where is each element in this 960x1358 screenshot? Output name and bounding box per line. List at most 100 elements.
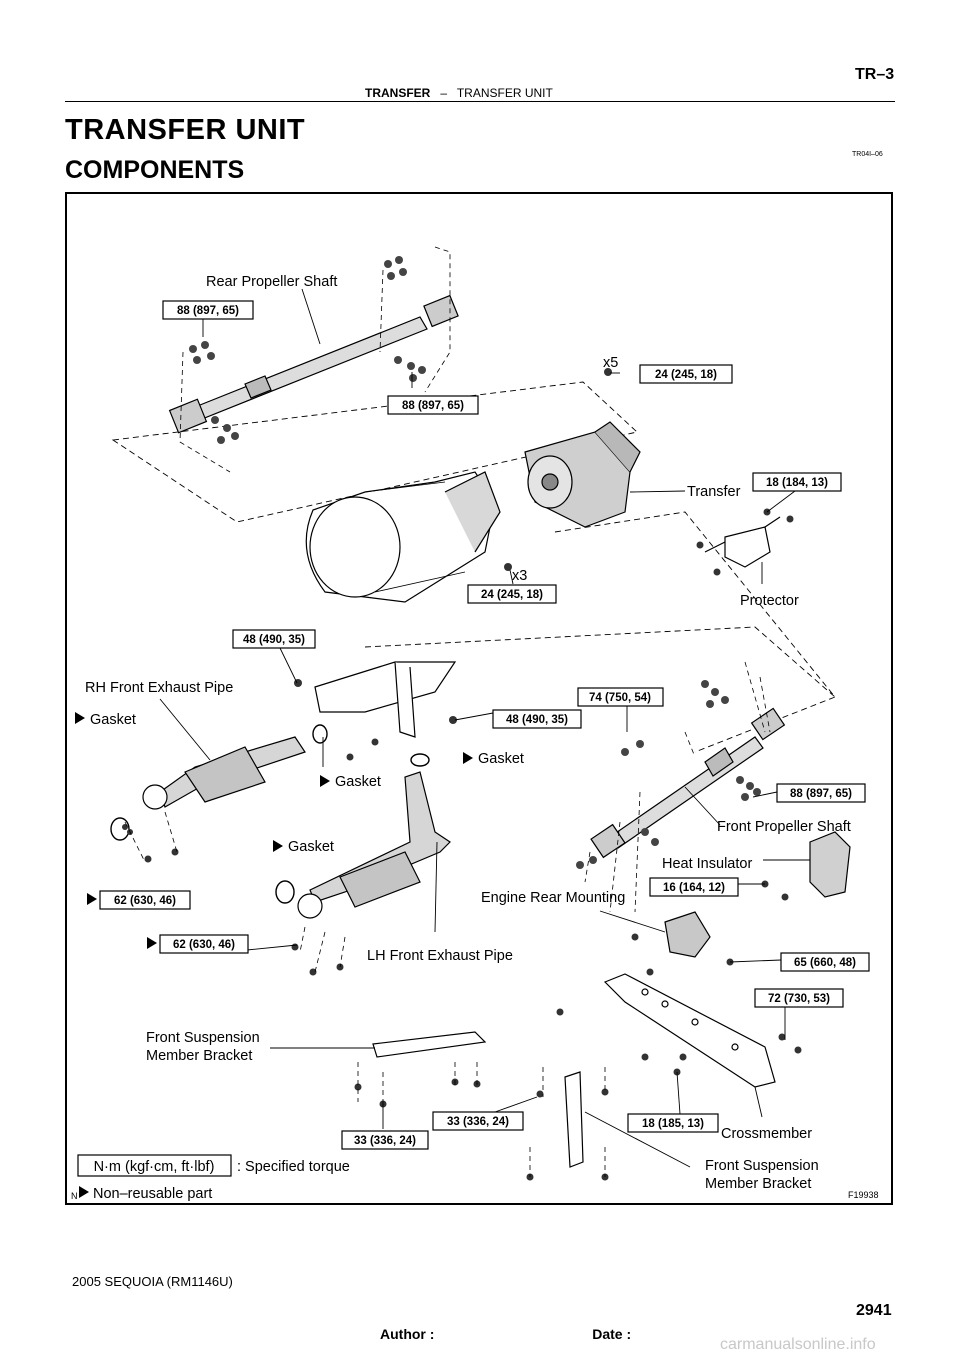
- torque-box: 48 (490, 35): [232, 629, 316, 649]
- torque-box: 33 (336, 24): [341, 1130, 429, 1150]
- reference-code: TR04I–06: [852, 151, 883, 158]
- torque-value: 48 (490, 35): [243, 634, 305, 646]
- vehicle-model: 2005 SEQUOIA (RM1146U): [72, 1274, 233, 1289]
- label-transfer: Transfer: [687, 484, 741, 500]
- non-reusable-marker-icon: [79, 1186, 89, 1198]
- torque-value: 18 (185, 13): [642, 1118, 704, 1130]
- torque-box: 65 (660, 48): [780, 952, 870, 972]
- torque-value: 88 (897, 65): [177, 305, 239, 317]
- label-gasket: Gasket: [288, 839, 334, 855]
- rear-propeller-shaft: [168, 294, 459, 434]
- front-suspension-member-bracket-upper: [372, 1031, 487, 1058]
- legend-specified-torque: : Specified torque: [237, 1159, 350, 1175]
- section-title: COMPONENTS: [65, 156, 245, 184]
- torque-value: 48 (490, 35): [506, 714, 568, 726]
- transmission: [305, 471, 501, 603]
- torque-box: 88 (897, 65): [776, 783, 866, 803]
- label-x5: x5: [603, 355, 618, 371]
- label-gasket: Gasket: [90, 712, 136, 728]
- torque-box: 62 (630, 46): [147, 934, 249, 954]
- label-rear-propeller-shaft: Rear Propeller Shaft: [206, 274, 337, 290]
- legend-unit: N·m (kgf·cm, ft·lbf): [94, 1159, 215, 1175]
- gaskets: [110, 724, 430, 904]
- diagram-frame: [65, 192, 893, 1205]
- label-front-propeller-shaft: Front Propeller Shaft: [717, 819, 851, 835]
- lh-front-exhaust-pipe: [297, 771, 451, 919]
- torque-box: 16 (164, 12): [649, 877, 739, 897]
- gasket-label-2: Gasket: [463, 751, 524, 767]
- transfer-case: [524, 421, 641, 528]
- torque-value: 74 (750, 54): [589, 692, 651, 704]
- engine-rear-mounting: [664, 911, 711, 958]
- label-gasket: Gasket: [478, 751, 524, 767]
- torque-value: 33 (336, 24): [354, 1135, 416, 1147]
- label-x3: x3: [512, 568, 527, 584]
- torque-box: 72 (730, 53): [754, 988, 844, 1008]
- gasket-ring-upper: [312, 724, 328, 744]
- non-reusable-marker-icon: [75, 712, 85, 724]
- non-reusable-marker-icon: [147, 937, 157, 949]
- label-crossmember: Crossmember: [721, 1126, 812, 1142]
- torque-box: 74 (750, 54): [577, 687, 664, 707]
- label-lh-front-exhaust-pipe: LH Front Exhaust Pipe: [367, 948, 513, 964]
- non-reusable-marker-icon: [87, 893, 97, 905]
- torque-value: 18 (184, 13): [766, 477, 828, 489]
- label-heat-insulator: Heat Insulator: [662, 856, 752, 872]
- bolt-guides: [124, 661, 771, 1177]
- torque-box: 62 (630, 46): [87, 890, 191, 910]
- corner-mark: N: [71, 1191, 78, 1201]
- legend: N·m (kgf·cm, ft·lbf) : Specified torque …: [71, 1154, 879, 1202]
- torque-value: 72 (730, 53): [768, 993, 830, 1005]
- protector: [704, 516, 781, 568]
- torque-box: 18 (185, 13): [627, 1113, 719, 1133]
- torque-box: 18 (184, 13): [752, 472, 842, 492]
- label-front-suspension-bracket-lower-line2: Member Bracket: [705, 1176, 811, 1192]
- label-protector: Protector: [740, 593, 799, 609]
- label-front-suspension-bracket-lower-line1: Front Suspension: [705, 1158, 819, 1174]
- running-header: TRANSFER – TRANSFER UNIT: [365, 86, 553, 100]
- torque-value: 24 (245, 18): [655, 369, 717, 381]
- torque-box: 24 (245, 18): [467, 584, 557, 604]
- label-gasket: Gasket: [335, 774, 381, 790]
- gasket-ring-rh: [110, 817, 130, 841]
- gasket-ring-center: [410, 753, 430, 767]
- page-title: TRANSFER UNIT: [65, 114, 306, 146]
- heat-insulator: [809, 831, 851, 898]
- legend-unit-box: [77, 1154, 232, 1177]
- header-rule: [65, 101, 895, 102]
- author-label: Author :: [380, 1326, 435, 1342]
- label-front-suspension-bracket-line1: Front Suspension: [146, 1030, 260, 1046]
- torque-box: 88 (897, 65): [387, 395, 479, 415]
- torque-value: 62 (630, 46): [114, 895, 176, 907]
- torque-box: 88 (897, 65): [162, 300, 254, 320]
- components-diagram: Rear Propeller Shaft x5 Transfer Protect…: [71, 246, 879, 1202]
- front-suspension-member-bracket-lower: [564, 1071, 584, 1168]
- torque-box: 24 (245, 18): [639, 364, 733, 384]
- misc-bolts: [122, 368, 802, 1181]
- torque-value: 62 (630, 46): [173, 939, 235, 951]
- non-reusable-marker-icon: [273, 840, 283, 852]
- front-propeller-shaft: [590, 707, 786, 859]
- gasket-label-1: Gasket: [75, 712, 136, 728]
- crossmember: [603, 973, 776, 1088]
- label-rh-front-exhaust-pipe: RH Front Exhaust Pipe: [85, 680, 233, 696]
- header-section: TRANSFER: [365, 86, 431, 100]
- gasket-label-4: Gasket: [273, 839, 334, 855]
- torque-value: 88 (897, 65): [402, 400, 464, 412]
- leader-lines: [159, 288, 810, 1168]
- rh-front-exhaust-pipe: [142, 736, 306, 810]
- figure-id: F19938: [848, 1190, 879, 1200]
- header-separator: –: [440, 86, 448, 100]
- page-number: 2941: [856, 1302, 892, 1319]
- legend-non-reusable: Non–reusable part: [93, 1186, 212, 1202]
- author-date-line: Author : Date :: [380, 1326, 631, 1342]
- rear-shaft-bolts: [189, 256, 426, 444]
- torque-value: 88 (897, 65): [790, 788, 852, 800]
- label-front-suspension-bracket-line2: Member Bracket: [146, 1048, 252, 1064]
- non-reusable-marker-icon: [463, 752, 473, 764]
- watermark: carmanualsonline.info: [720, 1336, 876, 1353]
- torque-value: 24 (245, 18): [481, 589, 543, 601]
- torque-box: 33 (336, 24): [432, 1111, 524, 1131]
- header-subsection: TRANSFER UNIT: [456, 86, 553, 100]
- torque-box: 48 (490, 35): [492, 709, 582, 729]
